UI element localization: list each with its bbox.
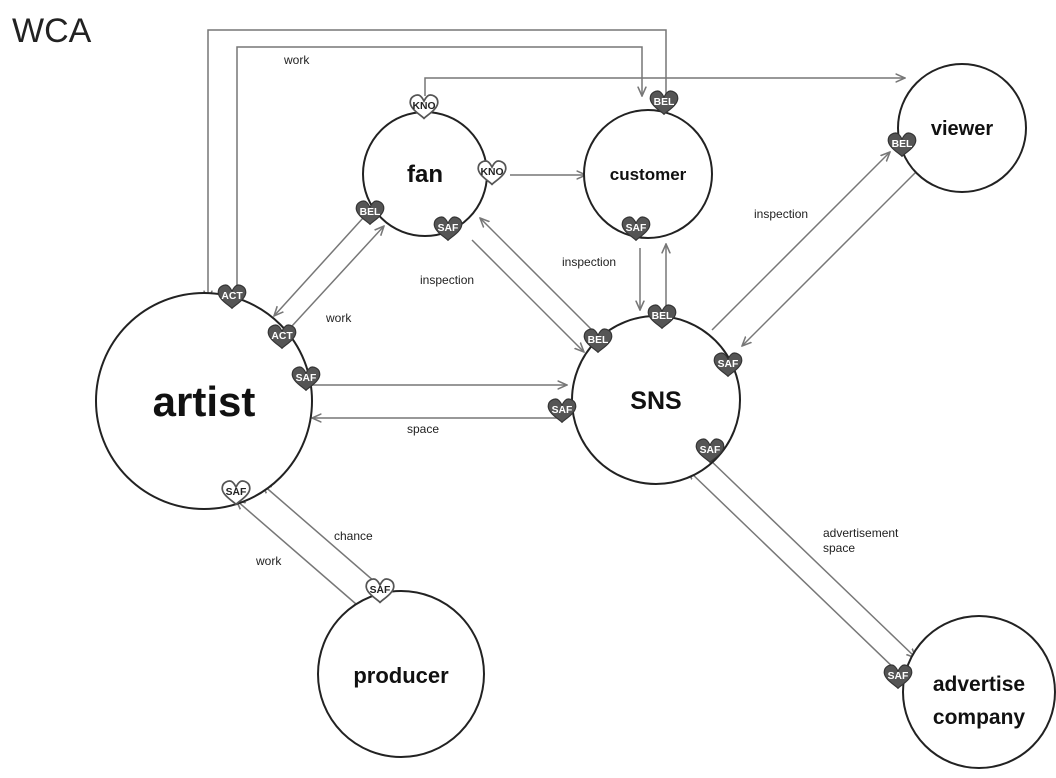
- badge-kno-fan-right: KNO: [477, 160, 507, 186]
- node-sns-label: SNS: [630, 387, 681, 415]
- svg-text:BEL: BEL: [652, 311, 673, 322]
- node-producer-label: producer: [353, 663, 449, 688]
- node-customer: [583, 109, 713, 239]
- svg-text:SAF: SAF: [888, 671, 909, 682]
- badge-saf-sns-bottom: SAF: [695, 438, 725, 463]
- badge-saf-sns-right: SAF: [713, 352, 743, 377]
- edge-fan-sns-b: [471, 239, 584, 352]
- edge-fan-viewer: [424, 78, 905, 96]
- node-advertise-label-line1: advertise: [933, 673, 1025, 696]
- node-customer-label: customer: [610, 165, 687, 184]
- badge-saf-sns-left: SAF: [547, 398, 577, 423]
- node-advertise-label-line2: company: [933, 706, 1026, 729]
- svg-text:BEL: BEL: [892, 139, 913, 150]
- svg-text:SAF: SAF: [226, 487, 247, 498]
- svg-text:KNO: KNO: [413, 101, 436, 112]
- badge-act-artist-top: ACT: [217, 284, 247, 309]
- label-work-fan: work: [325, 311, 352, 325]
- svg-text:KNO: KNO: [481, 167, 504, 178]
- svg-text:SAF: SAF: [718, 359, 739, 370]
- badge-bel-viewer: BEL: [887, 132, 917, 157]
- svg-text:SAF: SAF: [438, 223, 459, 234]
- node-artist: [95, 292, 313, 510]
- node-advertise-company: [902, 615, 1056, 769]
- edge-artist-producer-b: [262, 484, 383, 589]
- badge-saf-advertise: SAF: [883, 664, 913, 689]
- label-advertisement: advertisement: [823, 526, 899, 540]
- nodes: artist fan customer viewer SNS producer …: [95, 63, 1056, 769]
- svg-text:SAF: SAF: [370, 585, 391, 596]
- svg-text:ACT: ACT: [271, 331, 293, 342]
- badge-bel-sns-left: BEL: [583, 328, 613, 353]
- badge-act-artist-right: ACT: [267, 324, 297, 349]
- node-viewer-label: viewer: [931, 118, 993, 140]
- edge-fan-artist-b: [291, 226, 384, 327]
- edge-artist-customer-outer: [208, 29, 667, 300]
- badge-bel-sns-top: BEL: [647, 304, 677, 329]
- badge-bel-customer: BEL: [649, 90, 679, 115]
- svg-text:SAF: SAF: [296, 373, 317, 384]
- badge-saf-fan: SAF: [433, 216, 463, 241]
- svg-text:SAF: SAF: [626, 223, 647, 234]
- svg-text:BEL: BEL: [654, 97, 675, 108]
- label-chance: chance: [334, 529, 373, 543]
- node-viewer: [897, 63, 1027, 193]
- edge-artist-producer-a: [236, 500, 357, 605]
- badge-saf-artist-bottom: SAF: [221, 480, 251, 506]
- badge-saf-producer: SAF: [365, 578, 395, 604]
- node-fan-label: fan: [407, 161, 443, 188]
- badge-kno-fan-top: KNO: [409, 94, 439, 120]
- svg-text:BEL: BEL: [360, 207, 381, 218]
- svg-text:ACT: ACT: [221, 291, 243, 302]
- svg-text:SAF: SAF: [552, 405, 573, 416]
- label-work-producer: work: [255, 554, 282, 568]
- label-inspection-viewer: inspection: [754, 207, 808, 221]
- edges: [208, 29, 921, 673]
- edge-sns-advertise-b: [707, 457, 916, 658]
- edge-sns-viewer-a: [711, 152, 890, 331]
- badge-saf-artist: SAF: [291, 366, 321, 391]
- edge-sns-viewer-b: [742, 167, 921, 346]
- node-artist-label: artist: [153, 378, 256, 425]
- badges: KNO KNO BEL SAF BEL SAF BEL: [217, 90, 917, 689]
- label-advertisement-space: space: [823, 541, 855, 555]
- svg-text:BEL: BEL: [588, 335, 609, 346]
- edge-artist-customer-work: [236, 46, 642, 300]
- label-inspection-fan: inspection: [420, 273, 474, 287]
- edge-fan-artist-a: [274, 217, 364, 316]
- edge-labels: work work inspection inspection inspecti…: [255, 53, 899, 568]
- svg-text:SAF: SAF: [700, 445, 721, 456]
- badge-saf-customer: SAF: [621, 216, 651, 241]
- label-inspection-customer: inspection: [562, 255, 616, 269]
- node-producer: [317, 590, 485, 758]
- badge-bel-fan: BEL: [355, 200, 385, 225]
- label-space: space: [407, 422, 439, 436]
- diagram-title: WCA: [12, 12, 92, 50]
- edge-sns-advertise-a: [688, 470, 899, 673]
- edge-fan-sns-a: [480, 218, 595, 333]
- label-work-top: work: [283, 53, 310, 67]
